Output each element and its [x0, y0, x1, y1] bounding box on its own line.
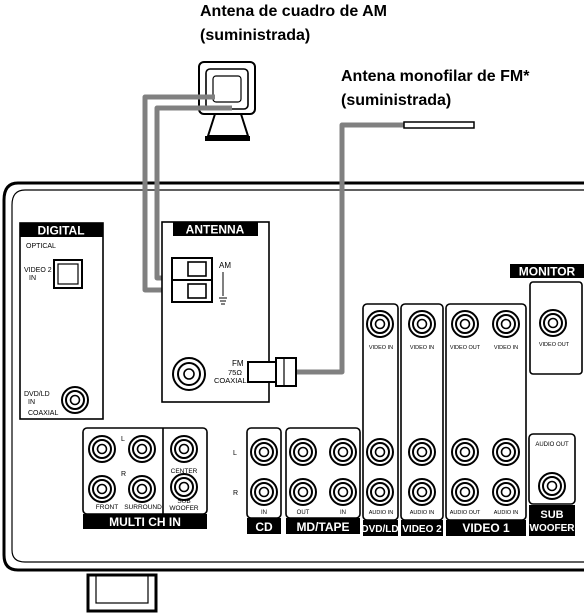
dvd-ld-video-in-jack[interactable]: [366, 310, 394, 338]
dvd-ld-audio-section: DVD/LD AUDIO IN: [361, 438, 399, 536]
cd-l-label: L: [233, 450, 237, 457]
center-jack[interactable]: [170, 435, 198, 463]
dvd-ld-audio-in-label: AUDIO IN: [369, 510, 393, 516]
fm-wire-antenna-cable: [296, 122, 404, 375]
fm-antenna-caption-line1: Antena monofilar de FM*: [341, 68, 530, 85]
dvd-ld-label-b: IN: [28, 399, 35, 406]
video1-video-out-jack[interactable]: [451, 310, 479, 338]
cd-title: CD: [255, 520, 273, 534]
video1-audio-out-l-jack[interactable]: [451, 438, 479, 466]
fm-label-a: FM: [232, 359, 244, 368]
video2-video-in-jack[interactable]: [408, 310, 436, 338]
am-antenna-caption-line2: (suministrada): [200, 27, 311, 44]
dvd-ld-title: DVD/LD: [361, 524, 398, 535]
video1-audio-section: VIDEO 1 AUDIO OUT AUDIO IN: [446, 438, 526, 536]
md-tape-out-label: OUT: [297, 510, 310, 516]
monitor-video-out-label: VIDEO OUT: [539, 342, 570, 348]
md-tape-panel: MD/TAPE OUT IN: [285, 427, 361, 534]
digital-title: DIGITAL: [37, 224, 84, 238]
am-antenna-caption-line1: Antena de cuadro de AM: [200, 3, 387, 20]
md-tape-out-l-jack[interactable]: [289, 438, 317, 466]
md-tape-title: MD/TAPE: [296, 520, 349, 534]
fm-antenna-caption-line2: (suministrada): [341, 92, 452, 109]
antenna-title: ANTENNA: [186, 223, 245, 237]
optical-label: OPTICAL: [26, 243, 56, 250]
cd-in-label: IN: [261, 510, 267, 516]
md-tape-in-r-jack[interactable]: [329, 478, 357, 506]
video1-video-in-jack[interactable]: [492, 310, 520, 338]
front-r-jack[interactable]: [88, 475, 116, 503]
monitor-panel: MONITOR VIDEO OUT: [510, 264, 584, 375]
cd-r-label: R: [233, 490, 238, 497]
receiver-foot: [86, 573, 158, 613]
front-label: FRONT: [96, 504, 118, 511]
video2-audio-in-label: AUDIO IN: [410, 510, 434, 516]
monitor-title: MONITOR: [519, 265, 576, 279]
cd-l-jack[interactable]: [250, 438, 278, 466]
video2-audio-section: VIDEO 2 AUDIO IN: [401, 438, 443, 536]
multi-r-label: R: [121, 471, 126, 478]
surround-label: SURROUND: [124, 504, 162, 511]
md-tape-in-label: IN: [340, 510, 346, 516]
am-loop-antenna-icon: [198, 61, 256, 141]
digital-panel: DIGITAL OPTICAL VIDEO 2 IN DVD/LD IN COA…: [19, 222, 104, 420]
multi-subwoofer-jack[interactable]: [170, 473, 198, 501]
receiver-chassis: [2, 181, 584, 572]
subwoofer-audio-out-label: AUDIO OUT: [535, 442, 569, 448]
digital-coaxial-jack[interactable]: [61, 386, 89, 414]
video1-audio-out-r-jack[interactable]: [451, 478, 479, 506]
video1-audio-in-l-jack[interactable]: [492, 438, 520, 466]
coaxial-label: COAXIAL: [28, 410, 58, 417]
video2-video-in-label: VIDEO IN: [410, 345, 434, 351]
fm-connector-plug-icon: [247, 357, 297, 387]
dvd-ld-label-a: DVD/LD: [24, 391, 50, 398]
video2-audio-r-jack[interactable]: [408, 478, 436, 506]
video1-audio-in-r-jack[interactable]: [492, 478, 520, 506]
multi-ch-in-panel: MULTI CH IN L R FRONT SURROUND CENTER SU…: [82, 427, 208, 529]
monitor-video-out-jack[interactable]: [539, 309, 567, 337]
am-label: AM: [219, 261, 231, 270]
video1-title: VIDEO 1: [462, 521, 510, 535]
video2-title: VIDEO 2: [402, 524, 442, 535]
subwoofer-title-b: WOOFER: [530, 523, 576, 534]
md-tape-out-r-jack[interactable]: [289, 478, 317, 506]
video2-label-a: VIDEO 2: [24, 267, 52, 274]
cd-panel: CD L R IN: [233, 427, 282, 534]
dvd-ld-audio-r-jack[interactable]: [366, 478, 394, 506]
cd-r-jack[interactable]: [250, 478, 278, 506]
fm-label-b: 75Ω: [228, 368, 242, 377]
multi-sub-label-b: WOOFER: [169, 505, 199, 512]
video1-video-in-label: VIDEO IN: [494, 345, 518, 351]
surround-r-jack[interactable]: [128, 475, 156, 503]
dvd-ld-audio-l-jack[interactable]: [366, 438, 394, 466]
md-tape-in-l-jack[interactable]: [329, 438, 357, 466]
video1-audio-in-label: AUDIO IN: [494, 510, 518, 516]
multi-l-label: L: [121, 436, 125, 443]
front-l-jack[interactable]: [88, 435, 116, 463]
video1-audio-out-label: AUDIO OUT: [450, 510, 481, 516]
dvd-ld-video-in-label: VIDEO IN: [369, 345, 393, 351]
subwoofer-title-a: SUB: [540, 509, 563, 521]
subwoofer-audio-out-jack[interactable]: [538, 472, 566, 500]
fm-label-c: COAXIAL: [214, 376, 247, 385]
multi-sub-label-a: SUB: [177, 498, 190, 505]
optical-input-port[interactable]: [53, 259, 83, 289]
video1-video-out-label: VIDEO OUT: [450, 345, 481, 351]
surround-l-jack[interactable]: [128, 435, 156, 463]
video2-label-b: IN: [29, 275, 36, 282]
subwoofer-panel: AUDIO OUT SUB WOOFER: [528, 433, 576, 536]
video2-audio-l-jack[interactable]: [408, 438, 436, 466]
fm-coaxial-jack[interactable]: [172, 357, 206, 391]
multi-ch-in-title: MULTI CH IN: [109, 515, 181, 529]
center-label: CENTER: [171, 468, 198, 475]
fm-wire-antenna-tip-icon: [403, 121, 475, 129]
